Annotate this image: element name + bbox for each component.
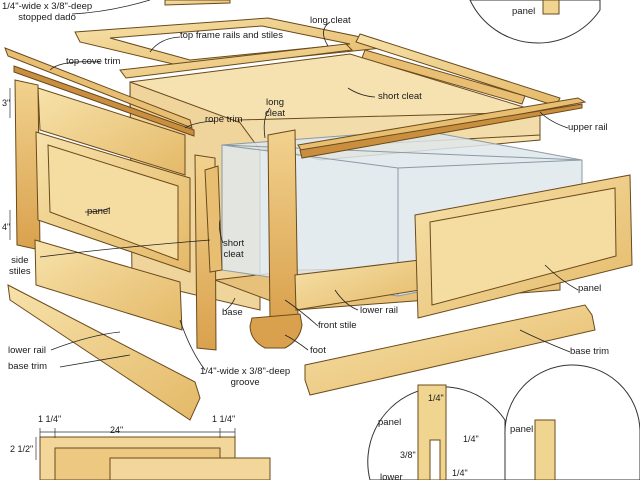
lower-rail-left-label: lower rail <box>8 345 47 356</box>
rope-trim-label: rope trim <box>205 114 243 125</box>
detail-lower-label: lower <box>380 472 403 480</box>
top-frame-label: top frame rails and stiles <box>180 30 283 41</box>
dim-width-24: 24" <box>110 425 124 435</box>
dim-height-2half: 2 1/2" <box>10 444 34 454</box>
stopped-dado-label-line1: 1/4"-wide x 3/8"-deep <box>2 1 93 12</box>
long-cleat-mid-label-line2: cleat <box>265 108 286 119</box>
dim-height-3: 3" <box>2 98 11 108</box>
dim-offset-right: 1 1/4" <box>212 414 236 424</box>
upper-rail <box>297 97 587 159</box>
short-cleat-mid-label-line1: short <box>223 238 245 249</box>
base-trim-right-label: base trim <box>570 346 610 357</box>
short-cleat-mid-label: short cleat <box>223 238 244 260</box>
leader-lines <box>39 0 579 371</box>
top-cove-trim-label: top cove trim <box>66 56 121 67</box>
bottom-elevation <box>39 436 271 480</box>
dim-detail-c: 3/8" <box>400 450 416 460</box>
short-cleat-mid-label-line2: cleat <box>223 249 244 260</box>
side-stiles-label: side stiles <box>9 255 31 277</box>
base-label: base <box>222 307 243 318</box>
bottom-detail-circles <box>367 364 640 480</box>
front-stile <box>267 129 299 323</box>
dim-detail-a: 1/4" <box>428 393 444 403</box>
dim-detail-b: 1/4" <box>463 434 479 444</box>
panel-left-label: panel <box>87 206 111 217</box>
stopped-dado-label-line2: stopped dado <box>18 12 76 23</box>
left-side-assembly <box>4 47 223 421</box>
long-cleat-mid-label-line1: long <box>266 97 285 108</box>
panel-right-label: panel <box>578 283 602 294</box>
base-trim-left-label: base trim <box>8 361 48 372</box>
stopped-dado-label: 1/4"-wide x 3/8"-deep stopped dado <box>2 1 92 23</box>
detail-panel-b-label: panel <box>510 424 534 435</box>
right-panel <box>414 174 633 319</box>
dim-height-4: 4" <box>2 222 11 232</box>
groove-label-line2: groove <box>230 377 260 388</box>
dim-detail-d: 1/4" <box>452 468 468 478</box>
top-detail-circle <box>469 0 601 44</box>
dimension-lines <box>9 88 236 460</box>
upper-rail-label: upper rail <box>568 122 608 133</box>
long-cleat-top <box>119 33 561 107</box>
base-trim-right <box>304 304 596 396</box>
detail-panel-a-label: panel <box>378 417 402 428</box>
long-cleat-top-label: long cleat <box>310 15 351 26</box>
front-stile-label: front stile <box>318 320 357 331</box>
foot-label: foot <box>310 345 326 356</box>
groove-label: 1/4"-wide x 3/8"-deep groove <box>200 366 290 388</box>
side-stiles-label-line2: stiles <box>9 266 31 277</box>
detail-panel-top-label: panel <box>512 6 536 17</box>
dim-offset-left: 1 1/4" <box>38 414 62 424</box>
groove-label-line1: 1/4"-wide x 3/8"-deep <box>200 366 291 377</box>
short-cleat-top-label: short cleat <box>378 91 422 102</box>
side-stiles-label-line1: side <box>11 255 29 266</box>
long-cleat-mid-label: long cleat <box>265 97 285 119</box>
lower-rail-right-label: lower rail <box>360 305 399 316</box>
